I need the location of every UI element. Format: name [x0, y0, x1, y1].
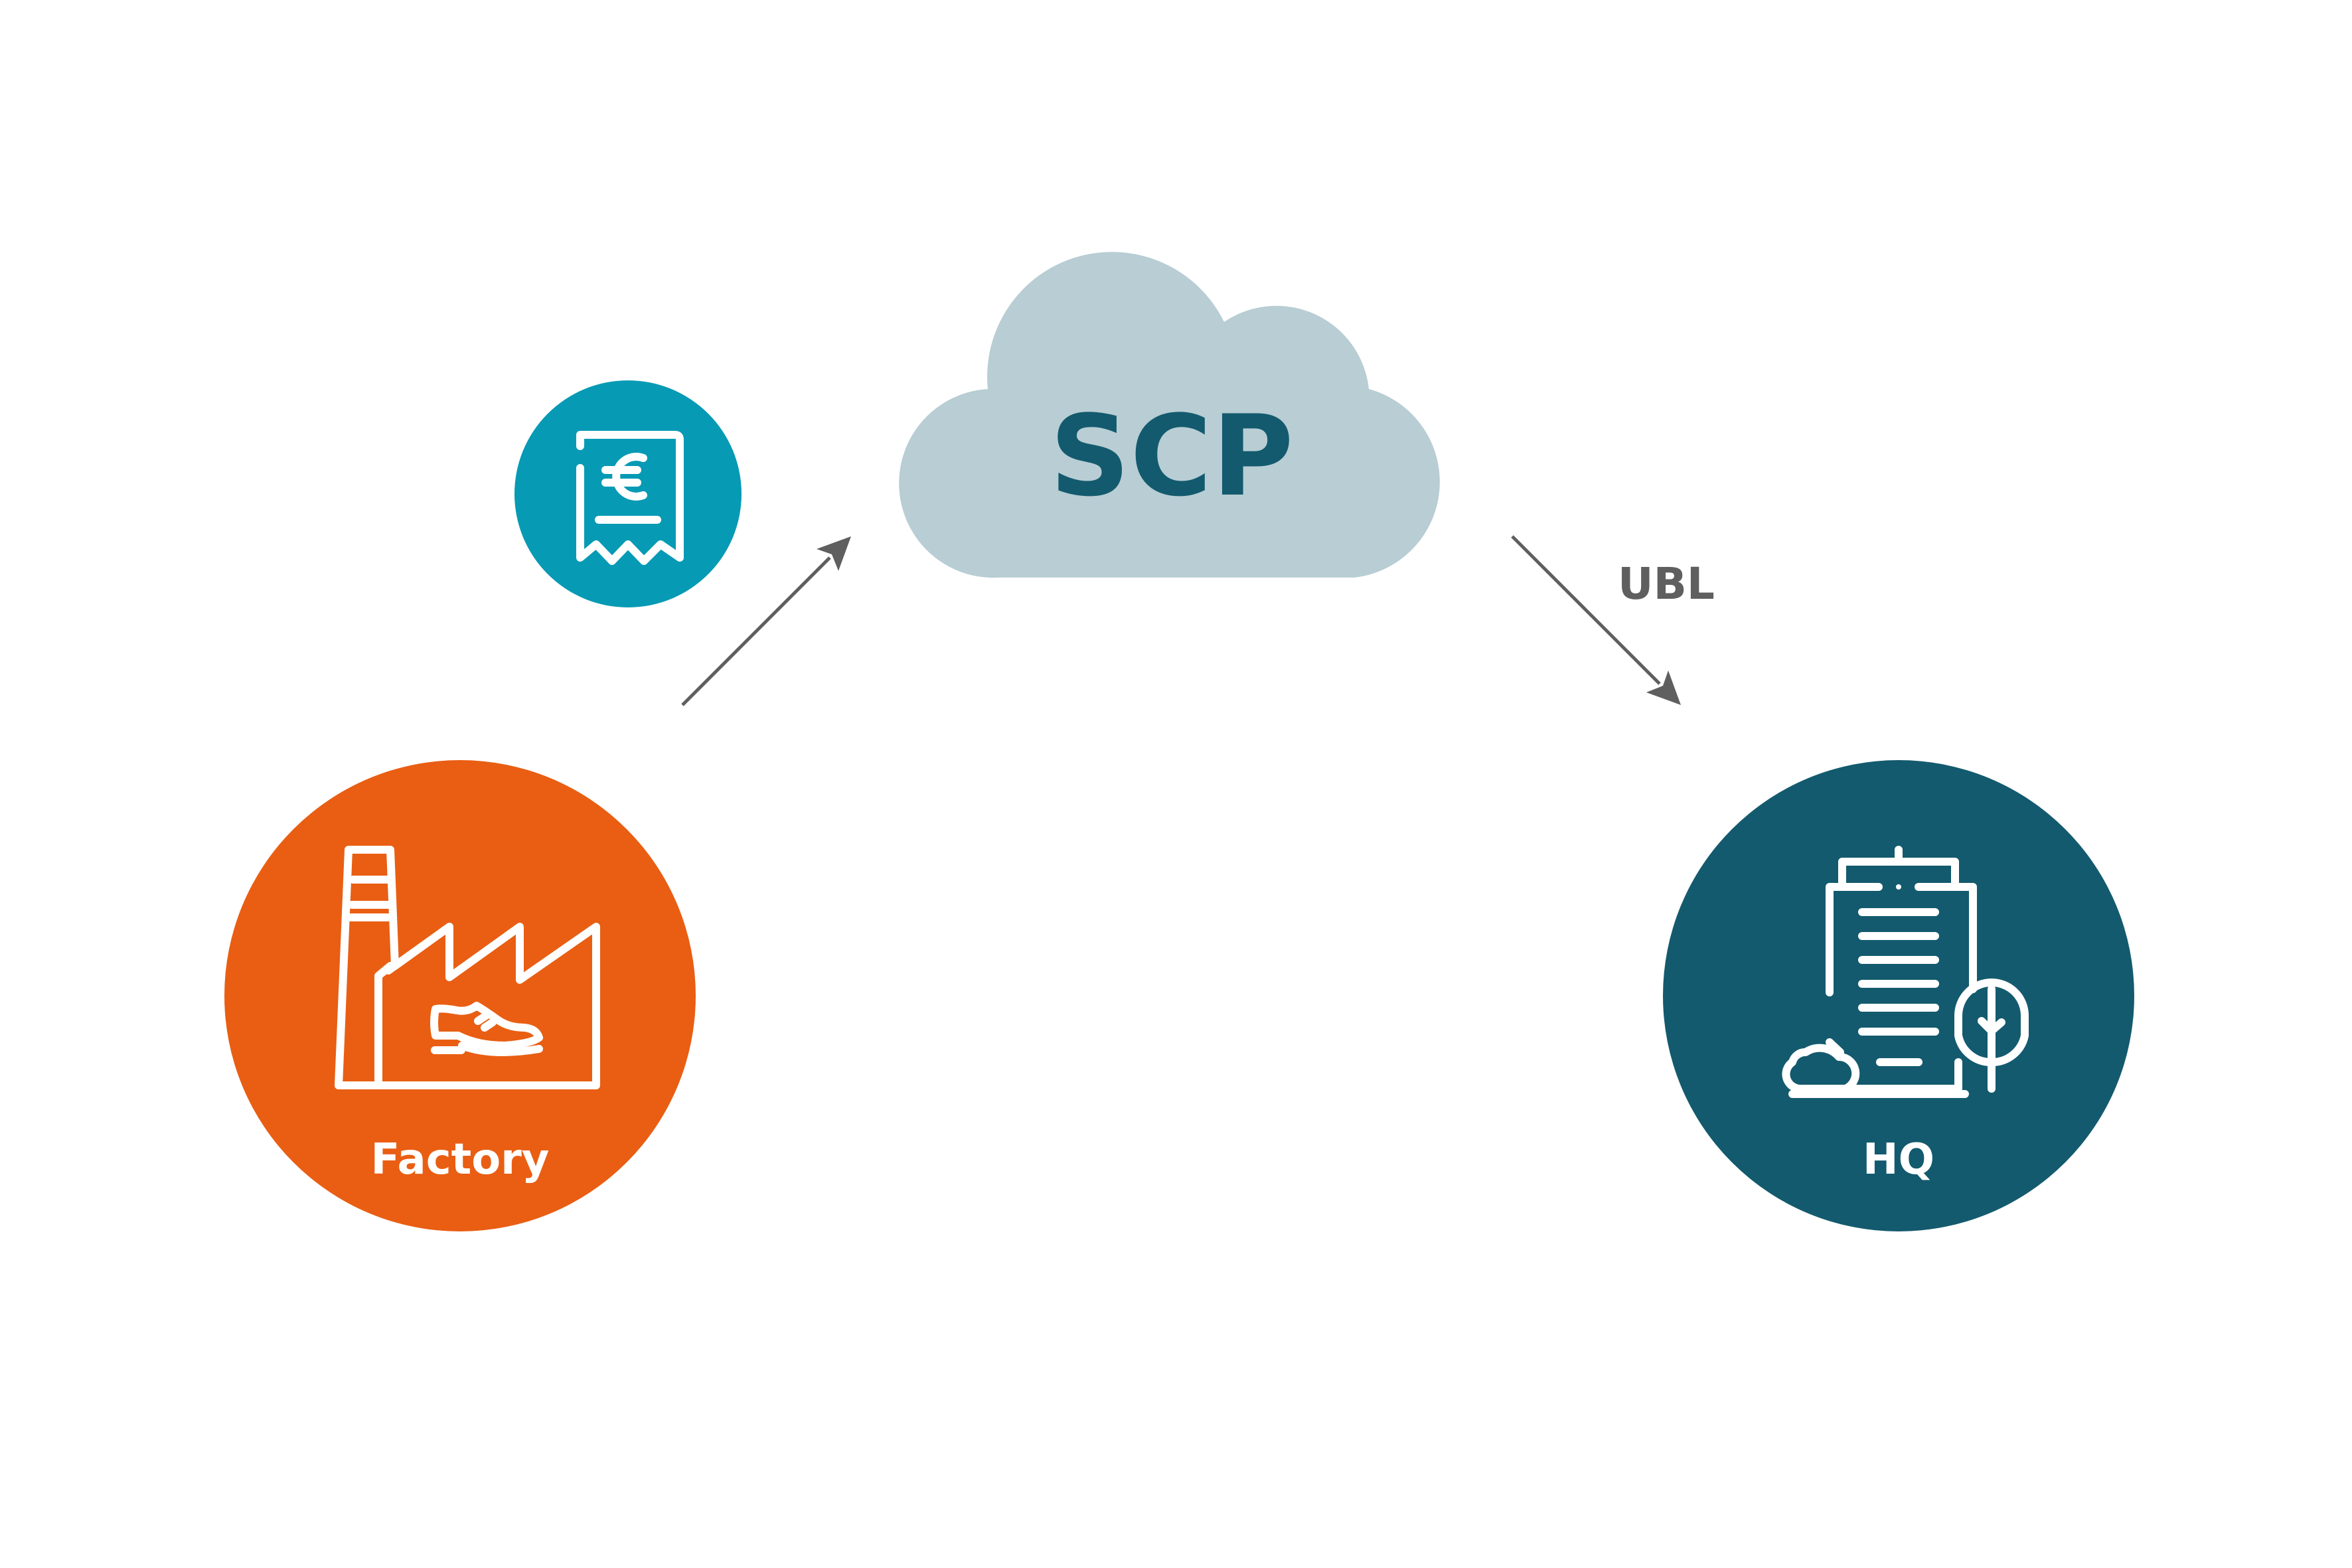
office-building-icon: [1782, 846, 2029, 1098]
hq-node: HQ: [1663, 760, 2134, 1231]
euro-receipt-icon: [576, 431, 684, 565]
factory-circle: [224, 760, 696, 1231]
hq-circle: [1663, 760, 2134, 1231]
cloud-shape: [899, 252, 1440, 578]
shoe-icon: [430, 1002, 543, 1056]
cloud-node: SCP: [899, 252, 1440, 578]
factory-icon: [335, 846, 600, 1089]
arrow-factory-to-cloud: [681, 536, 851, 706]
arrow-cloud-to-hq: UBL: [1511, 535, 1715, 705]
ubl-label: UBL: [1618, 558, 1715, 609]
factory-label: Factory: [371, 1135, 550, 1184]
factory-node: Factory: [224, 760, 696, 1231]
hq-label: HQ: [1863, 1135, 1934, 1184]
cloud-label: SCP: [1050, 391, 1293, 521]
invoice-node: [514, 380, 742, 607]
